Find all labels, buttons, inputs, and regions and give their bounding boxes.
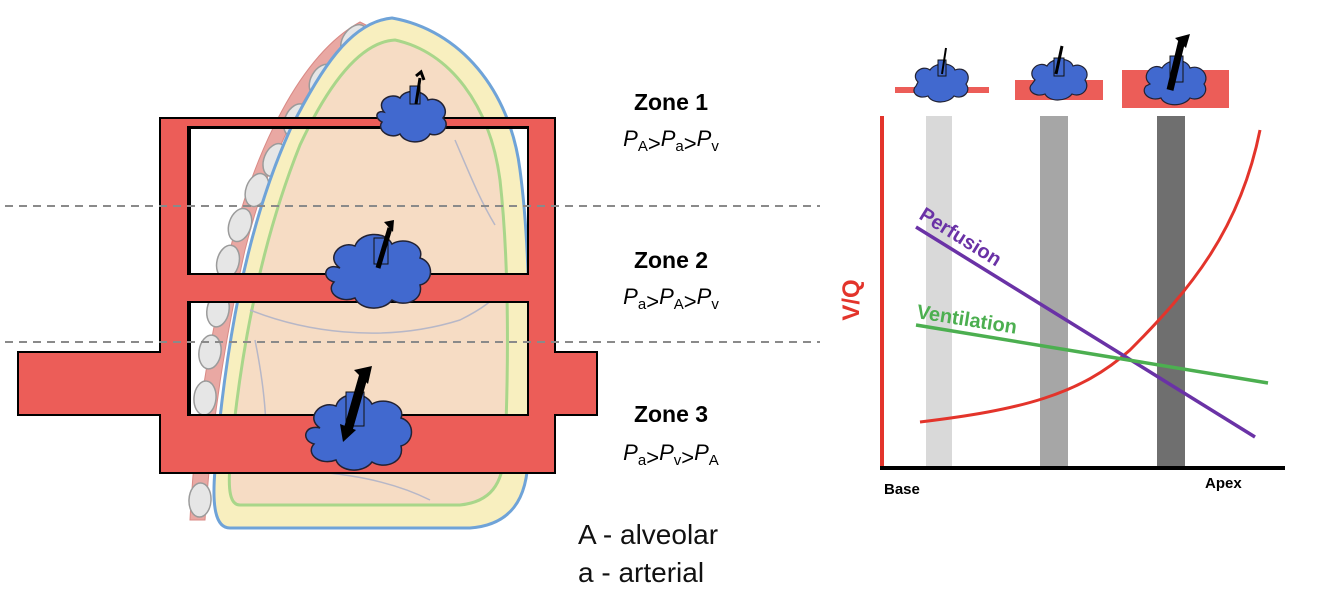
equation-part: >	[684, 289, 697, 314]
perfusion-line	[915, 225, 1256, 439]
column-apex	[1157, 116, 1185, 466]
equation-subscript: a	[675, 138, 684, 155]
zone-2-equation: Pa>PA>Pv	[623, 284, 719, 314]
equation-part: >	[684, 131, 697, 156]
ventilation-line	[915, 323, 1269, 385]
alveolus-zone-1	[376, 69, 447, 143]
equation-part: P	[697, 284, 712, 309]
equation-part: P	[623, 440, 638, 465]
arrow-icon	[375, 227, 393, 269]
zone-3-title: Zone 3	[634, 401, 708, 427]
equation-part: >	[648, 131, 661, 156]
x-axis-label-base: Base	[884, 481, 920, 498]
equation-part: >	[681, 445, 694, 470]
top-icon-middle	[1015, 45, 1103, 101]
alveolus-zone-3	[305, 366, 413, 471]
equation-subscript: a	[638, 296, 647, 313]
arrow-icon	[1054, 45, 1064, 75]
legend-alveolar: A - alveolar	[578, 519, 718, 550]
equation-part: P	[694, 440, 709, 465]
equation-part: P	[659, 284, 674, 309]
arrow-icon	[343, 372, 369, 432]
equation-part: P	[623, 126, 638, 151]
equation-subscript: v	[674, 452, 682, 469]
equation-part: P	[623, 284, 638, 309]
equation-part: P	[697, 126, 712, 151]
zone-3-equation: Pa>Pv>PA	[623, 440, 719, 470]
arrow-icon	[941, 47, 947, 75]
column-middle	[1040, 116, 1068, 466]
equation-part: >	[646, 289, 659, 314]
equation-subscript: v	[711, 138, 719, 155]
lung-diagram: Zone 1 PA>Pa>Pv Zone 2 Pa>PA>Pv Zone 3 P…	[5, 16, 820, 588]
column-base	[926, 116, 952, 466]
top-icon-base	[895, 47, 989, 103]
equation-subscript: A	[638, 138, 648, 155]
equation-subscript: a	[638, 452, 647, 469]
zone-1-title: Zone 1	[634, 89, 708, 115]
x-axis-label-apex: Apex	[1205, 475, 1242, 492]
equation-subscript: A	[674, 296, 684, 313]
top-icon-apex	[1122, 34, 1229, 108]
y-axis-label: V/Q	[838, 279, 865, 320]
equation-subscript: v	[711, 296, 719, 313]
zone-1-equation: PA>Pa>Pv	[623, 126, 719, 156]
vq-chart: Perfusion Ventilation V/Q Base Apex	[838, 34, 1285, 498]
zone-2-title: Zone 2	[634, 247, 708, 273]
legend-arterial: a - arterial	[578, 557, 704, 588]
equation-part: >	[646, 445, 659, 470]
arrow-icon	[1166, 39, 1186, 91]
equation-subscript: A	[709, 452, 719, 469]
arrow-icon	[414, 69, 426, 105]
vq-curve	[919, 129, 1262, 424]
alveolus-zone-2	[325, 220, 432, 309]
equation-part: P	[661, 126, 676, 151]
equation-part: P	[659, 440, 674, 465]
